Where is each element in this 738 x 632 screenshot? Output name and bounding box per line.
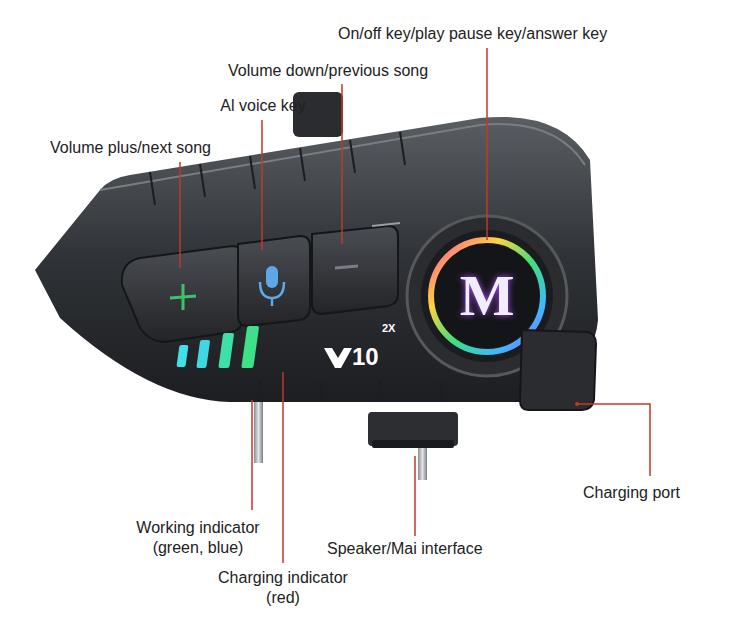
callout-label: Volume plus/next song	[50, 138, 211, 158]
callout-label: Volume down/previous song	[228, 61, 428, 81]
callout-label: Working indicator (green, blue)	[118, 518, 278, 558]
model-mark: 2X	[382, 322, 395, 335]
callout-label: Al voice key	[218, 96, 308, 116]
logo-letter: M	[437, 262, 537, 330]
callout-label: On/off key/play pause key/answer key	[338, 24, 607, 44]
callout-label: Charging port	[583, 483, 680, 503]
callout-label: Charging indicator (red)	[205, 568, 361, 608]
callout-label: Speaker/Mai interface	[327, 539, 483, 559]
model-mark: 10	[352, 344, 379, 370]
